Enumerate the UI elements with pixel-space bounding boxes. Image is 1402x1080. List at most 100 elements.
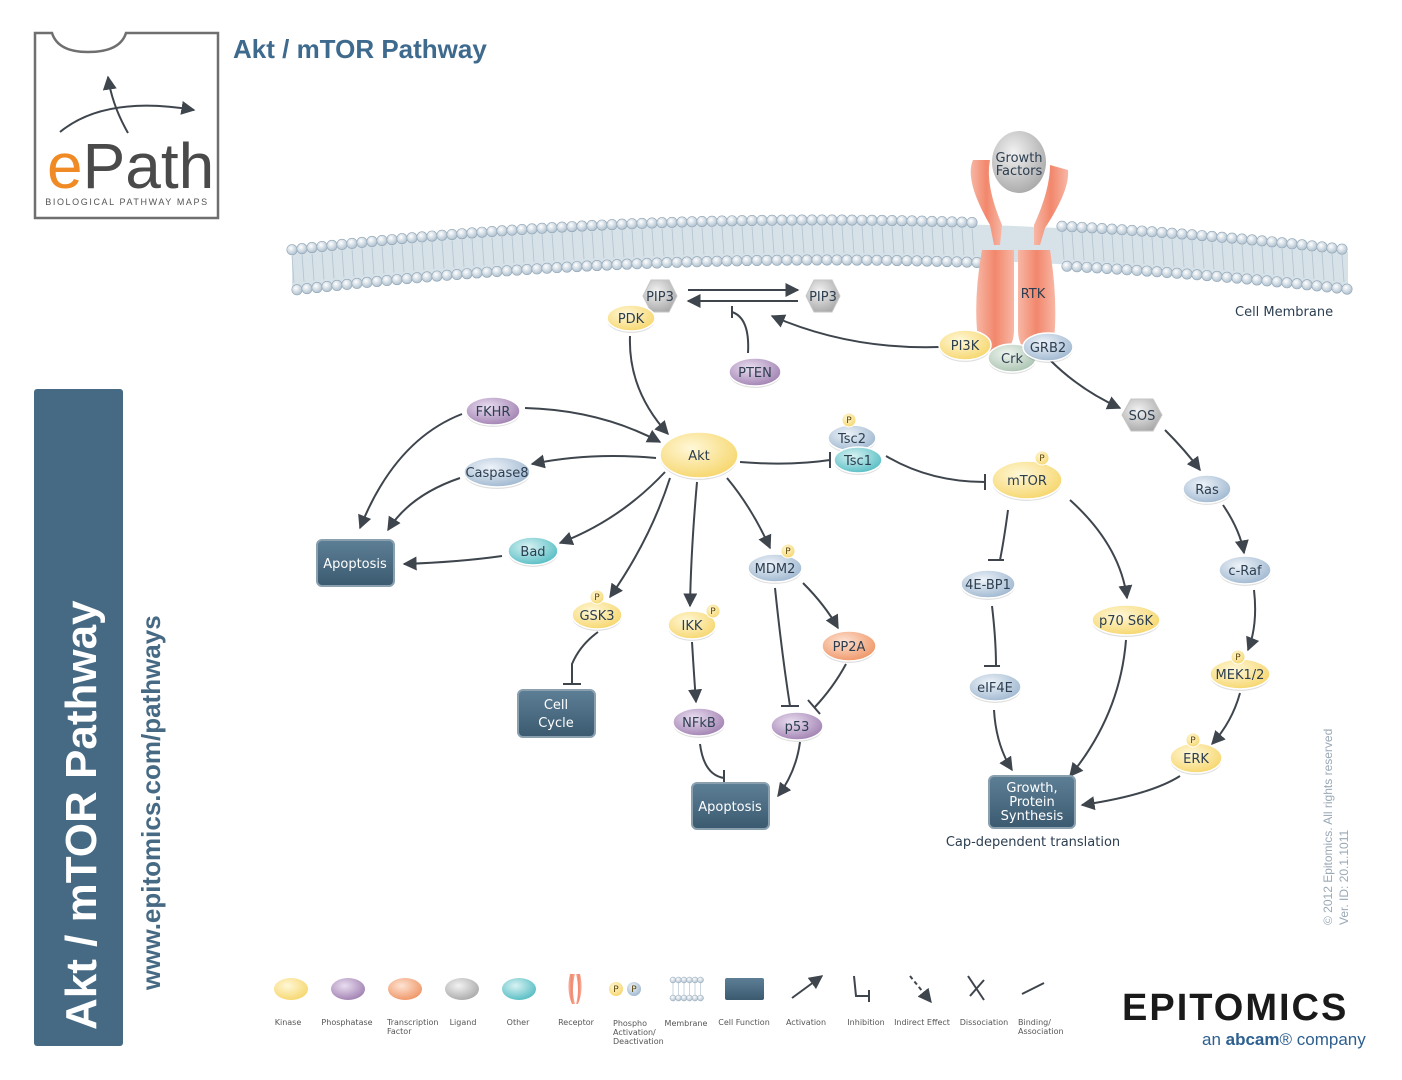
version-text: Ver. ID: 20.1.1011: [1337, 829, 1351, 925]
growth-factors-label-1: Growth: [995, 151, 1042, 166]
cell-cycle-label-2: Cycle: [538, 716, 574, 731]
gsk3-label: GSK3: [579, 609, 614, 624]
phospho-badge-ikk: [705, 603, 721, 619]
growth-factors-label-2: Factors: [996, 164, 1043, 179]
legend-other-label: Other: [507, 1018, 530, 1027]
craf-label: c-Raf: [1228, 564, 1262, 579]
epitomics-brand: EPITOMICS an abcam® company: [1122, 987, 1366, 1049]
pi3k-label: PI3K: [951, 339, 980, 354]
cap-dependent-label: Cap-dependent translation: [946, 835, 1120, 850]
caspase8-node: Caspase8: [463, 456, 531, 489]
phospho-badge-mdm2-label: P: [785, 547, 791, 557]
tsc1-label: Tsc1: [843, 454, 872, 469]
logo-tagline: BIOLOGICAL PATHWAY MAPS: [45, 197, 209, 207]
legend-ligand-label: Ligand: [450, 1018, 477, 1027]
nfkb-node: NFkB: [672, 707, 726, 738]
pp2a-label: PP2A: [833, 640, 866, 655]
phospho-badge-tsc2-label: P: [846, 416, 852, 426]
epath-logo: ePath BIOLOGICAL PATHWAY MAPS: [33, 31, 220, 220]
pip3-right-label: PIP3: [809, 290, 837, 305]
pip3-left-node: PIP3: [642, 279, 678, 313]
gsk3-node: GSK3: [571, 600, 623, 631]
legend-kinase-swatch: [274, 978, 308, 1000]
legend-cell-function-label: Cell Function: [718, 1018, 770, 1027]
legend-dissociation-swatch: [967, 975, 985, 1001]
grb2-node: GRB2: [1022, 332, 1074, 363]
mdm2-label: MDM2: [755, 562, 796, 577]
pathway-nodes: PIP3 PIP3 SOS PDKPTENPI3KCrkGRB2FKHRAktC…: [463, 279, 1272, 775]
legend-other-swatch: [502, 978, 536, 1000]
copyright-text: © 2012 Epitomics. All rights reserved: [1321, 729, 1335, 925]
phospho-badge-mek: [1230, 649, 1246, 665]
phospho-badge-erk: [1185, 732, 1201, 748]
mek-node: MEK1/2: [1209, 658, 1271, 691]
phospho-badge-mtor: [1034, 450, 1050, 466]
grb2-label: GRB2: [1030, 341, 1066, 356]
akt-node: Akt: [659, 431, 739, 480]
sos-label: SOS: [1129, 409, 1156, 424]
rtk-label: RTK: [1021, 287, 1046, 302]
legend-phospho-label-2: Activation/: [613, 1028, 656, 1037]
cell-membrane: [286, 214, 1353, 296]
p70s6k-node: p70 S6K: [1091, 604, 1161, 637]
legend-kinase-label: Kinase: [275, 1018, 302, 1027]
legend-indirect-label: Indirect Effect: [894, 1018, 950, 1027]
ebp1-label: 4E-BP1: [965, 578, 1011, 593]
phospho-badge-mek-label: P: [1235, 653, 1241, 663]
mek-label: MEK1/2: [1216, 668, 1265, 683]
cell-cycle-box: Cell Cycle: [517, 689, 596, 738]
legend-phospho-swatch: [609, 982, 623, 996]
ikk-node: IKK: [667, 610, 717, 641]
legend-activation-swatch: [791, 975, 824, 999]
cell-membrane-label: Cell Membrane: [1235, 305, 1333, 320]
legend-tf-label-2: Factor: [387, 1027, 412, 1036]
phospho-badge-mdm2: [780, 543, 796, 559]
brand-name: EPITOMICS: [1122, 987, 1348, 1029]
banner-title: Akt / mTOR Pathway: [57, 600, 106, 1030]
apoptosis-bottom-box: Apoptosis: [691, 782, 770, 830]
pi3k-node: PI3K: [938, 329, 992, 362]
pp2a-node: PP2A: [821, 630, 877, 663]
growth-synthesis-box: Growth, Protein Synthesis: [988, 775, 1076, 829]
crk-label: Crk: [1001, 352, 1023, 367]
legend-tf-swatch: [388, 978, 422, 1000]
ikk-label: IKK: [682, 619, 703, 634]
legend-phospho-label-3: Deactivation: [613, 1037, 664, 1046]
rtk-receptor: Growth Factors RTK: [970, 131, 1069, 352]
legend-activation-label: Activation: [786, 1018, 826, 1027]
p70s6k-label: p70 S6K: [1099, 614, 1153, 629]
legend-receptor-swatch: [568, 974, 582, 1004]
pdk-node: PDK: [606, 304, 656, 333]
p53-node: p53: [770, 711, 824, 742]
p53-label: p53: [785, 720, 810, 735]
legend-binding-swatch: [1021, 982, 1045, 995]
ras-node: Ras: [1182, 474, 1232, 505]
edges: [358, 283, 1260, 811]
erk-label: ERK: [1183, 752, 1209, 767]
caspase8-label: Caspase8: [465, 466, 528, 481]
brand-sub: an abcam® company: [1202, 1030, 1366, 1049]
phospho-badge-erk-label: P: [1190, 736, 1196, 746]
bad-node: Bad: [507, 536, 559, 567]
apoptosis-bottom-label: Apoptosis: [698, 800, 762, 815]
growth-factors-ligand: [992, 131, 1046, 193]
tsc1-node: Tsc1: [833, 446, 883, 475]
tsc2-label: Tsc2: [837, 432, 866, 447]
growth-label-1: Growth,: [1006, 781, 1057, 796]
page-title: Akt / mTOR Pathway: [233, 34, 487, 64]
craf-node: c-Raf: [1218, 555, 1272, 586]
growth-label-3: Synthesis: [1001, 809, 1064, 824]
eif4e-node: eIF4E: [968, 672, 1022, 703]
legend-phospho-label-1: Phospho: [613, 1019, 647, 1028]
apoptosis-left-label: Apoptosis: [323, 557, 387, 572]
legend-cell-function-swatch: [725, 978, 764, 1000]
legend-binding-label-2: Association: [1018, 1027, 1064, 1036]
banner-url: www.epitomics.com/pathways: [136, 615, 166, 991]
legend-inhibition-label: Inhibition: [847, 1018, 884, 1027]
nfkb-label: NFkB: [682, 716, 716, 731]
legend-dephospho-swatch: [627, 982, 641, 996]
legend: Kinase Phosphatase Transcription Factor …: [274, 974, 1064, 1046]
apoptosis-left-box: Apoptosis: [316, 539, 395, 587]
mtor-node: mTOR: [991, 460, 1063, 501]
